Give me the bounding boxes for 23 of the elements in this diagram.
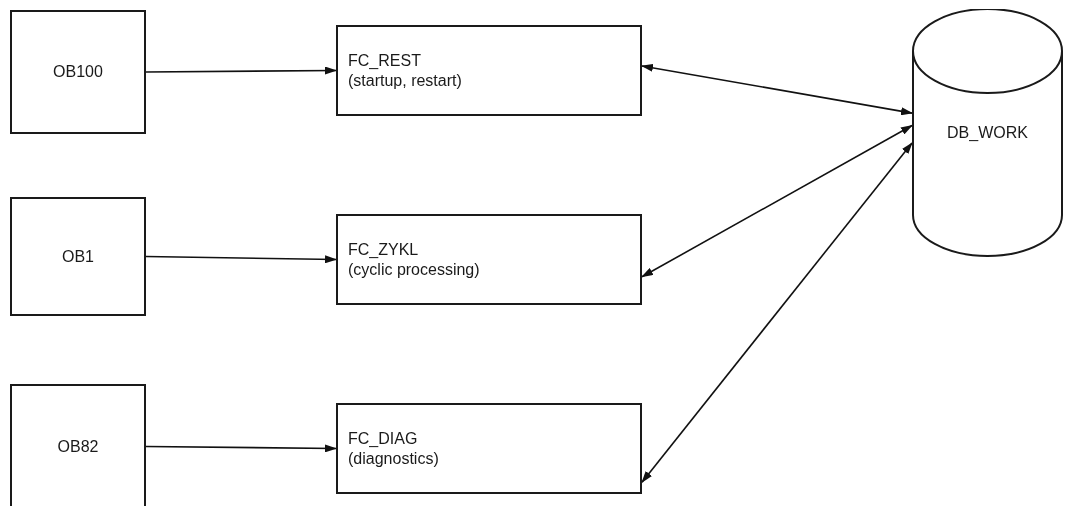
- database-cylinder: [912, 9, 1063, 257]
- function-box: [336, 403, 642, 494]
- block-label: OB82: [57, 437, 99, 456]
- block-label: FC_ZYKL: [348, 239, 419, 260]
- block-label: (startup, restart): [348, 70, 462, 91]
- block-label: DB_WORK: [947, 124, 1028, 142]
- arrow: [641, 63, 913, 116]
- block-label: (cyclic processing): [348, 259, 480, 280]
- block-box: [10, 384, 146, 506]
- block-label: OB1: [62, 247, 94, 266]
- arrow: [145, 66, 337, 75]
- arrow: [145, 444, 337, 453]
- block-label: (diagnostics): [348, 448, 439, 469]
- block-label: FC_REST: [348, 50, 421, 71]
- block-box: [10, 197, 146, 316]
- function-box: [336, 25, 642, 116]
- arrow: [641, 124, 913, 278]
- block-label: OB100: [53, 63, 103, 81]
- block-label: FC_DIAG: [348, 428, 418, 449]
- block-box: [10, 10, 146, 134]
- arrow: [641, 142, 913, 483]
- arrow: [145, 255, 337, 264]
- function-box: [336, 214, 642, 305]
